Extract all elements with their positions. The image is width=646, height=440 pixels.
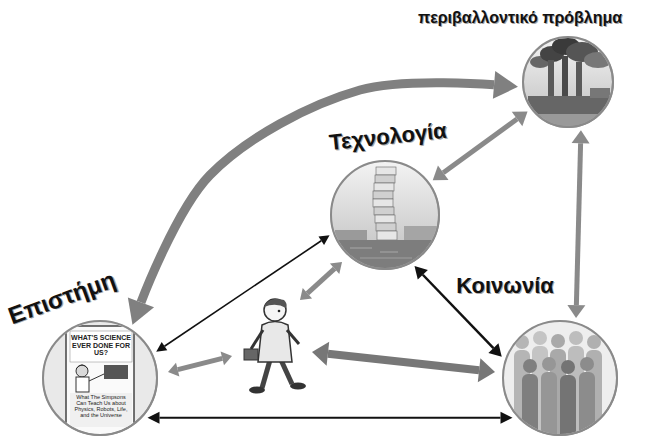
circle-outline (330, 160, 440, 270)
factory-building (528, 96, 612, 114)
factory-building (590, 88, 610, 98)
figure-arrow (307, 269, 334, 294)
book-cover (66, 326, 134, 438)
connector-arrow (159, 417, 500, 419)
figure-eye (278, 310, 281, 313)
tower-segment (376, 167, 396, 175)
connector-arrow (164, 241, 321, 346)
figure-leg (262, 360, 270, 388)
connector-arrow (141, 83, 494, 303)
tower-segment (374, 183, 394, 191)
sky (330, 160, 440, 270)
tower-picture (330, 160, 442, 270)
person-head (523, 359, 537, 373)
tower-segment (377, 231, 397, 240)
person-head (533, 331, 547, 345)
figure-coat (258, 322, 292, 363)
circle-outline (43, 321, 157, 435)
figure-briefcase (244, 349, 258, 360)
topic-label: περιβαλλοντικό πρόβλημα (418, 9, 622, 27)
topic-circle: Τεχνολογία (330, 160, 440, 270)
circle-outline (523, 37, 613, 127)
book-picture (44, 320, 156, 440)
tower-segment (373, 199, 393, 207)
professor-coat (76, 377, 89, 392)
water-ripple (360, 258, 412, 259)
circle-outline (503, 321, 617, 435)
sphere (330, 160, 440, 270)
circle-outline (331, 161, 439, 269)
figure-head (264, 299, 286, 321)
book-title: WHAT'S SCIENCE EVER DONE FOR US? (71, 334, 131, 357)
factory-picture (520, 36, 616, 130)
chimney (576, 62, 582, 100)
connector-arrow (576, 143, 580, 305)
figure-hair (264, 299, 287, 308)
blackboard (104, 365, 128, 379)
person-head (569, 331, 583, 345)
figure-arrow (328, 354, 479, 371)
subtitle-panel (70, 393, 132, 427)
circle-outline (502, 320, 618, 436)
figure-arm (251, 330, 263, 349)
figure-arrow (178, 358, 223, 369)
tower-segment (374, 207, 394, 215)
circle-outline (522, 36, 614, 128)
figure-arm (287, 330, 299, 344)
figure-shoe (249, 387, 265, 394)
title-panel (70, 331, 132, 362)
chimney (562, 56, 568, 100)
chimney (548, 60, 554, 100)
topic-label: Τεχνολογία (328, 119, 448, 155)
person-head (580, 357, 594, 371)
tower-segment (373, 191, 393, 199)
person-head (542, 357, 556, 371)
topic-circle: περιβαλλοντικό πρόβλημα (522, 36, 614, 128)
water (330, 240, 440, 270)
professor-hair (76, 365, 88, 369)
water-ripple (350, 248, 372, 249)
topic-circle: Κοινωνία (502, 320, 618, 436)
crowd-picture (502, 320, 618, 440)
professor-head (76, 365, 88, 377)
tower-segment (376, 223, 396, 231)
person-body (541, 372, 557, 440)
person-head (561, 360, 575, 374)
person-head (551, 334, 565, 348)
figure-leg (281, 360, 292, 384)
book-subtitle: What The Simpsons Can Teach Us about Phy… (73, 394, 129, 418)
walking-figure (244, 299, 306, 394)
figure-shoe (290, 383, 306, 390)
ground (44, 320, 156, 440)
tower-segment (375, 215, 395, 223)
connector-arrow (443, 119, 517, 173)
tower-segment (375, 175, 395, 183)
pointer (89, 374, 104, 381)
topic-label: Κοινωνία (456, 274, 554, 298)
water-ripple (380, 252, 398, 253)
person-body (560, 375, 576, 440)
